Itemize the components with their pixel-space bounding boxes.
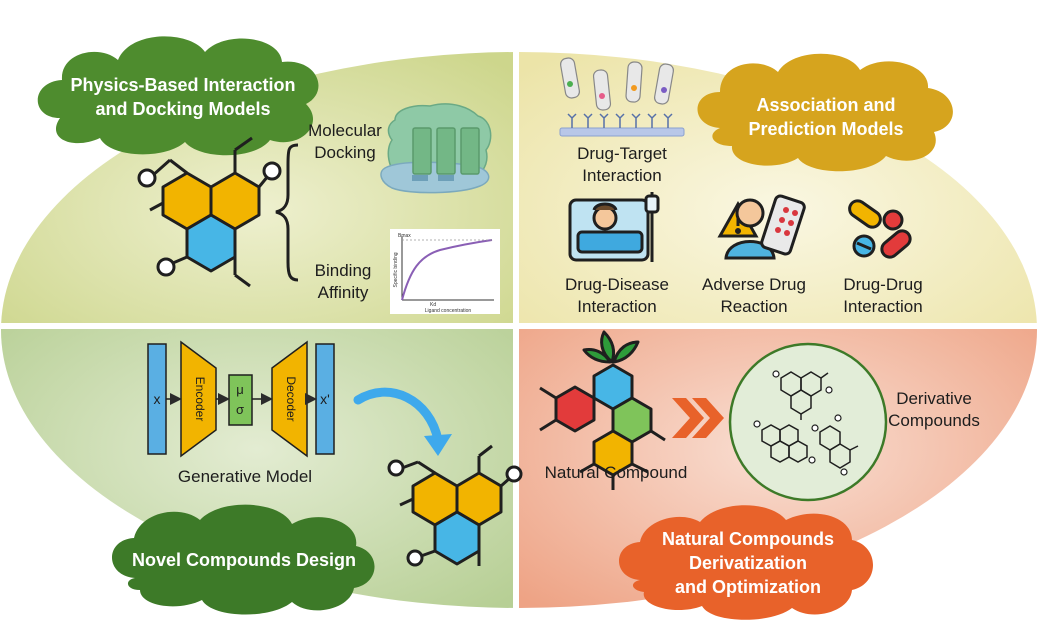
binding-line1: Binding bbox=[314, 261, 372, 280]
drug-target-label: Drug-Target Interaction bbox=[558, 143, 686, 187]
natural-title-line2: Derivatization bbox=[688, 553, 808, 573]
binding-line2: Affinity bbox=[317, 283, 369, 302]
curve-top-label: Bmax bbox=[398, 233, 411, 239]
drug-disease-line2: Interaction bbox=[577, 297, 657, 316]
vae-diagram bbox=[147, 340, 335, 458]
physics-title-cloud bbox=[37, 36, 319, 156]
derivative-compounds-circle bbox=[728, 342, 888, 502]
docking-line1: Molecular bbox=[308, 121, 382, 140]
derivative-compounds-label: Derivative Compounds bbox=[884, 388, 984, 432]
natural-compound-icon bbox=[539, 330, 666, 490]
ddi-line1: Drug-Drug bbox=[843, 275, 923, 294]
association-title: Association and Prediction Models bbox=[718, 93, 934, 141]
physics-title: Physics-Based Interaction and Docking Mo… bbox=[52, 73, 314, 121]
molecule-icon-q1 bbox=[137, 136, 282, 288]
natural-title-line1: Natural Compounds bbox=[661, 529, 834, 549]
association-title-line2: Prediction Models bbox=[748, 119, 904, 139]
adr-line1: Adverse Drug bbox=[702, 275, 806, 294]
curved-arrow-icon bbox=[353, 387, 452, 456]
docking-icon bbox=[380, 103, 492, 194]
dti-line1: Drug-Target bbox=[577, 144, 667, 163]
adverse-reaction-icon bbox=[717, 194, 806, 260]
drug-disease-label: Drug-Disease Interaction bbox=[552, 274, 682, 318]
novel-title-cloud bbox=[111, 504, 375, 615]
association-title-cloud bbox=[697, 53, 953, 172]
natural-compound-label: Natural Compound bbox=[544, 463, 688, 482]
vae-input-label: x bbox=[154, 391, 161, 407]
molecular-docking-label: Molecular Docking bbox=[300, 120, 390, 164]
drug-target-icon bbox=[559, 57, 685, 137]
patient-bed-icon bbox=[568, 192, 660, 262]
dti-line2: Interaction bbox=[582, 166, 662, 185]
drug-drug-icon bbox=[848, 199, 912, 259]
molecule-icon-q3 bbox=[387, 444, 523, 567]
natural-title-line3: and Optimization bbox=[675, 577, 821, 597]
encoder-block bbox=[180, 340, 217, 458]
drug-drug-label: Drug-Drug Interaction bbox=[828, 274, 938, 318]
curve-kd-label: Kd bbox=[430, 302, 436, 308]
chevron-right-icon bbox=[672, 398, 724, 438]
derivative-line2: Compounds bbox=[888, 411, 980, 430]
decoder-block bbox=[271, 340, 308, 458]
generative-model-label: Generative Model bbox=[177, 467, 313, 486]
curve-x-label: Ligand concentration bbox=[425, 308, 472, 314]
drug-disease-line1: Drug-Disease bbox=[565, 275, 669, 294]
physics-title-line2: and Docking Models bbox=[95, 99, 271, 119]
docking-line2: Docking bbox=[314, 143, 376, 162]
natural-title: Natural Compounds Derivatization and Opt… bbox=[628, 527, 868, 599]
adverse-reaction-label: Adverse Drug Reaction bbox=[694, 274, 814, 318]
natural-title-cloud bbox=[619, 505, 873, 620]
adr-line2: Reaction bbox=[720, 297, 788, 316]
vae-output-label: x' bbox=[320, 391, 330, 407]
novel-title: Novel Compounds Design bbox=[131, 550, 356, 570]
binding-affinity-label: Binding Affinity bbox=[302, 260, 384, 304]
derivative-line1: Derivative bbox=[896, 389, 972, 408]
physics-title-line1: Physics-Based Interaction bbox=[70, 75, 296, 95]
curve-y-label: Specific binding bbox=[393, 252, 399, 287]
decoder-label: Decoder bbox=[284, 376, 298, 421]
association-title-line1: Association and bbox=[756, 95, 896, 115]
bracket bbox=[275, 143, 299, 282]
sigma-label: σ bbox=[236, 402, 244, 417]
binding-affinity-plot bbox=[390, 229, 500, 314]
mu-label: μ bbox=[236, 382, 244, 397]
ddi-line2: Interaction bbox=[843, 297, 923, 316]
encoder-label: Encoder bbox=[193, 377, 207, 422]
